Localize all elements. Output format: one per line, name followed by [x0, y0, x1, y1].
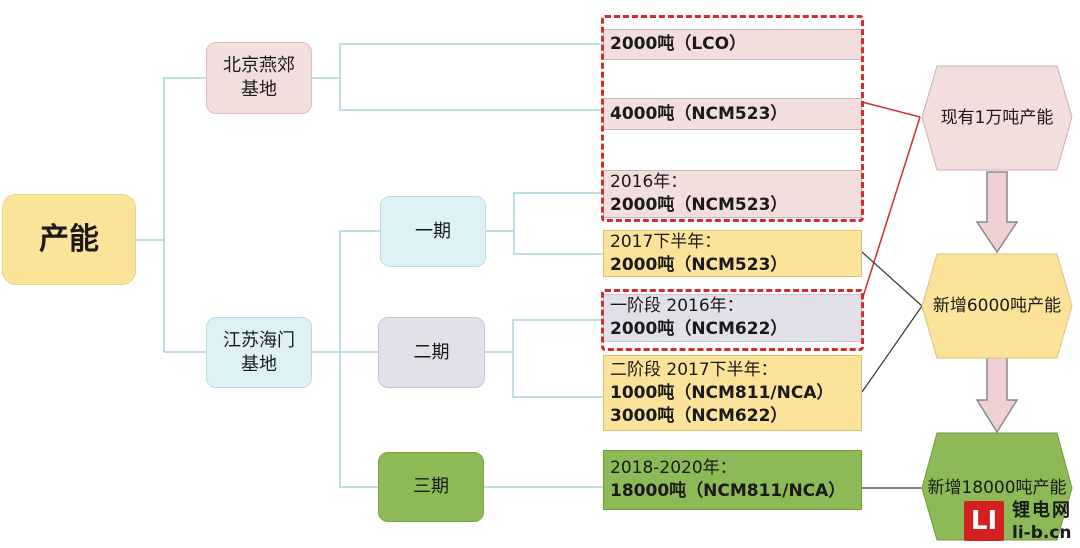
new18000-capacity-label: 新增18000吨产能	[927, 478, 1067, 498]
existing-capacity-label: 现有1万吨产能	[940, 108, 1054, 128]
leaf-phase2-stage2-line1: 二阶段 2017下半年：	[610, 359, 778, 380]
leaf-phase1-2016-line1: 2016年：	[610, 172, 688, 192]
leaf-phase1-2017h2: 2017下半年： 2000吨（NCM523）	[603, 230, 862, 277]
phase2-stage1-group-outline	[601, 289, 864, 351]
connector-phase2-leaves	[485, 319, 603, 398]
connector-beijing-leaves	[312, 43, 603, 111]
leaf-phase3-line1: 2018-2020年：	[610, 458, 737, 478]
connector-jiangsu-phases	[312, 230, 380, 488]
arrow-down-2	[975, 351, 1019, 434]
leaf-phase2-stage2: 二阶段 2017下半年： 1000吨（NCM811/NCA） 3000吨（NCM…	[603, 355, 862, 431]
new18000-capacity-hexagon	[921, 432, 1073, 541]
watermark-name: 锂电网	[1012, 500, 1072, 521]
arrow-down-1	[975, 171, 1019, 254]
jiangsu-site-line2: 基地	[241, 353, 277, 375]
red-link-beijing	[861, 101, 921, 118]
leaf-phase2-stage1-line1: 一阶段 2016年：	[610, 296, 744, 316]
leaf-phase2-stage2-line3: 3000吨（NCM622）	[610, 405, 788, 426]
beijing-site-line2: 基地	[241, 79, 277, 100]
red-link-phase2a	[861, 116, 921, 301]
new18000-capacity-node: 新增18000吨产能	[918, 462, 1076, 514]
root-capacity-node: 产能	[2, 194, 136, 285]
connector-root-sites	[136, 77, 206, 353]
new6000-capacity-node: 新增6000吨产能	[922, 254, 1072, 358]
watermark-logo-icon: LI	[964, 501, 1004, 541]
new6000-capacity-hexagon	[921, 253, 1073, 359]
leaf-lco-text: 2000吨（LCO）	[610, 34, 747, 54]
leaf-ncm523-beijing: 4000吨（NCM523）	[603, 98, 862, 130]
phase2-node: 二期	[378, 317, 485, 388]
phase1-label: 一期	[415, 220, 451, 242]
jiangsu-site-node: 江苏海门 基地	[206, 317, 312, 388]
beijing-site-line1: 北京燕郊	[223, 55, 295, 76]
leaf-phase1-2017h2-line2: 2000吨（NCM523）	[610, 254, 788, 275]
leaf-phase2-stage1-line2: 2000吨（NCM622）	[610, 319, 788, 339]
watermark-url: li-b.cn	[1012, 523, 1072, 543]
phase2-label: 二期	[413, 341, 450, 363]
leaf-phase3-line2: 18000吨（NCM811/NCA）	[610, 481, 846, 501]
root-label: 产能	[39, 221, 99, 257]
leaf-phase1-2017h2-line1: 2017下半年：	[610, 231, 722, 252]
connector-phase1-leaves	[486, 192, 603, 255]
beijing-site-node: 北京燕郊 基地	[206, 42, 312, 114]
leaf-phase2-stage1: 一阶段 2016年： 2000吨（NCM622）	[603, 294, 862, 342]
link-p2b-new6000	[861, 305, 923, 393]
link-p1b-new6000	[861, 251, 923, 307]
leaf-ncm523-beijing-text: 4000吨（NCM523）	[610, 103, 788, 124]
leaf-phase1-2016: 2016年： 2000吨（NCM523）	[603, 170, 862, 218]
leaf-phase3-2018-2020: 2018-2020年： 18000吨（NCM811/NCA）	[603, 450, 862, 510]
existing-capacity-hexagon	[921, 65, 1073, 171]
existing-capacity-node: 现有1万吨产能	[922, 66, 1072, 170]
phase1-node: 一期	[380, 196, 486, 267]
phase3-node: 三期	[378, 452, 484, 522]
leaf-phase2-stage2-line2: 1000吨（NCM811/NCA）	[610, 382, 834, 403]
new6000-capacity-label: 新增6000吨产能	[932, 296, 1062, 316]
leaf-lco: 2000吨（LCO）	[603, 29, 862, 60]
existing-capacity-group-outline	[601, 15, 864, 222]
phase3-label: 三期	[413, 476, 449, 497]
jiangsu-site-line1: 江苏海门	[223, 329, 295, 351]
leaf-phase1-2016-line2: 2000吨（NCM523）	[610, 195, 788, 215]
watermark-logo-mark: LI	[970, 506, 998, 536]
